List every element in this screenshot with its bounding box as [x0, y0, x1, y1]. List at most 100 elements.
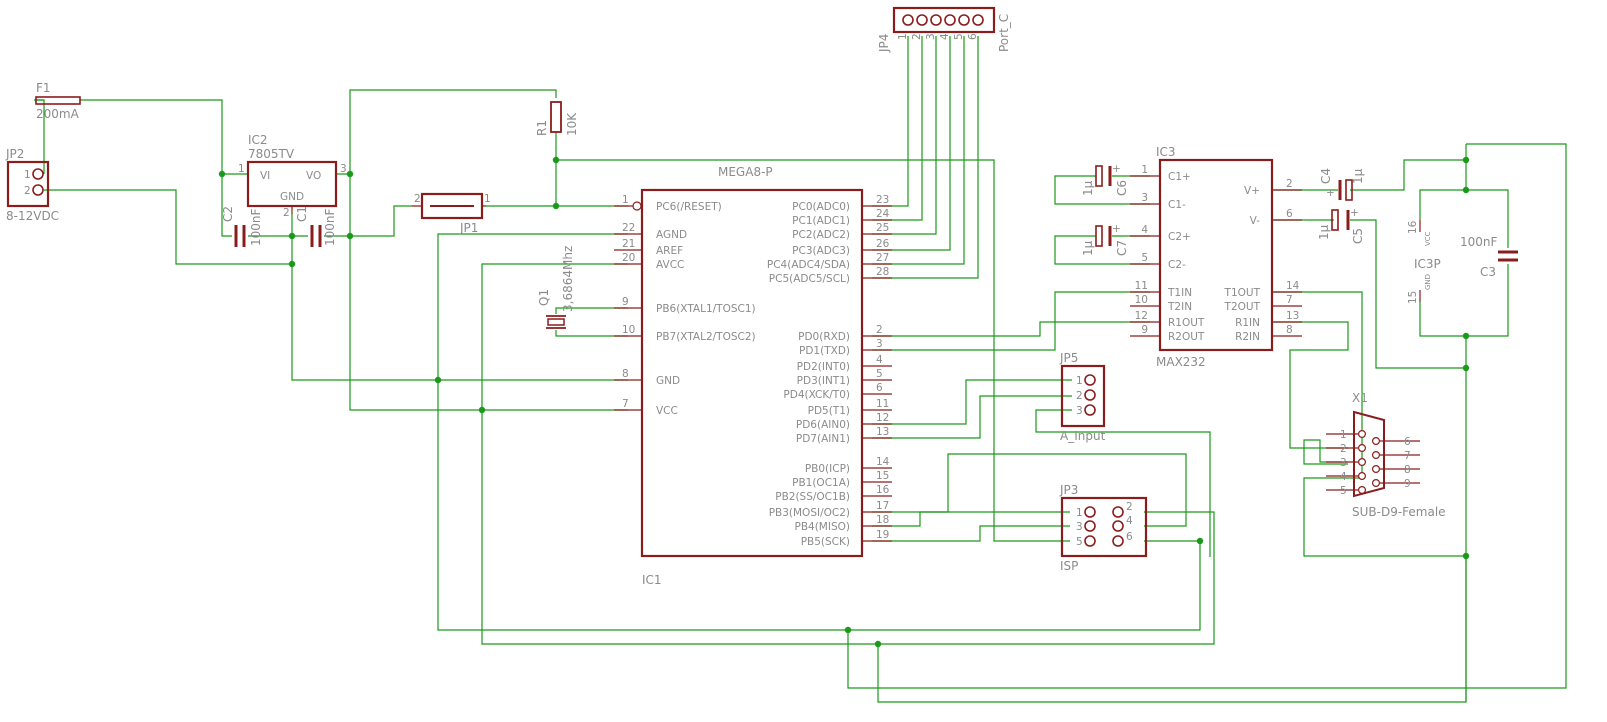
ic1-pin-name: PC3(ADC3)	[792, 245, 850, 257]
ic1-left-pins: 1PC6(/RESET)22AGND21AREF20AVCC9PB6(XTAL1…	[614, 194, 756, 417]
x1-pin: 7	[1371, 450, 1420, 462]
ic3-pin-name: T2OUT	[1224, 301, 1261, 313]
ic3-pin-number: 7	[1286, 294, 1293, 306]
ic3p-pin-16: 16	[1407, 220, 1419, 234]
x1-pin-number: 9	[1404, 478, 1411, 490]
ic1-pin-name: PD2(INT0)	[797, 361, 850, 373]
q1-value: 3,6864Mhz	[561, 246, 575, 312]
c4-ref: C4	[1319, 168, 1333, 184]
x1-pin: 4	[1326, 471, 1366, 483]
resistor-r1: R1 10K	[535, 101, 579, 136]
jp5-pin-3: 3	[1076, 405, 1083, 417]
jp1-pin-2: 2	[414, 193, 421, 205]
capacitor-c7: + 1µ C7	[1081, 223, 1129, 256]
ic1-pin-number: 7	[622, 398, 629, 410]
ic3-pin-name: T2IN	[1167, 301, 1192, 313]
jp5-pin-1: 1	[1076, 375, 1083, 387]
ic3-pin-name: V+	[1244, 185, 1260, 197]
x1-pin-number: 5	[1340, 485, 1347, 497]
x1-pin-number: 6	[1404, 436, 1411, 448]
capacitor-c1: C1 100nF	[295, 206, 337, 247]
ic3-pin-name: C2-	[1168, 259, 1186, 271]
ic1-right-pins: 23PC0(ADC0)24PC1(ADC1)25PC2(ADC2)26PC3(A…	[767, 194, 892, 548]
jp3-pin-2: 2	[1126, 501, 1133, 513]
jumper-jp1: 2 1 JP1	[412, 192, 491, 235]
ic1-pin-number: 24	[876, 208, 890, 220]
crystal-q1: Q1 3,6864Mhz	[537, 246, 575, 329]
capacitor-c3: 100nF C3	[1460, 235, 1518, 279]
ic3-pin-name: R2OUT	[1168, 331, 1205, 343]
jp4-pin-1: 1	[897, 33, 909, 40]
ic1-pin-number: 16	[876, 484, 890, 496]
ic1-pin-name: PB0(ICP)	[805, 463, 850, 475]
ic1-pin-name: PC2(ADC2)	[792, 229, 850, 241]
ic1-pin-number: 26	[876, 238, 890, 250]
ic3-pin-number: 2	[1286, 178, 1293, 190]
ic2-pin-3: 3	[340, 163, 347, 175]
ic1-pin-name: PD0(RXD)	[798, 331, 850, 343]
ic3-pin-number: 6	[1286, 208, 1293, 220]
ic1-pin-name: PB6(XTAL1/TOSC1)	[656, 303, 756, 315]
ic1-pin-number: 4	[876, 354, 883, 366]
x1-pin: 1	[1326, 429, 1366, 441]
ic3-pin-name: C2+	[1168, 231, 1191, 243]
ic3-pin-name: R1OUT	[1168, 317, 1205, 329]
x1-ref: X1	[1352, 391, 1368, 405]
ic1-value: MEGA8-P	[718, 165, 773, 179]
jp3-pin-6: 6	[1126, 531, 1133, 543]
ic1-pin-number: 23	[876, 194, 889, 206]
ic1-pin-number: 18	[876, 514, 889, 526]
ic1-ref: IC1	[642, 573, 662, 587]
jp3-pin-3: 3	[1076, 521, 1083, 533]
svg-text:+: +	[1112, 223, 1121, 235]
ic2-pin-1: 1	[238, 163, 245, 175]
ic3-pin-number: 11	[1135, 280, 1148, 292]
ic2-pin-2: 2	[283, 207, 290, 219]
ic1-pin-name: PD4(XCK/T0)	[783, 389, 850, 401]
ic1-pin-name: PD6(AIN0)	[796, 419, 850, 431]
ic1-pin-number: 11	[876, 398, 889, 410]
ic3-pin-name: R2IN	[1235, 331, 1260, 343]
c7-value: 1µ	[1081, 240, 1095, 256]
ic3-pin-name: C1-	[1168, 199, 1186, 211]
ic1-pin-number: 27	[876, 252, 889, 264]
jp3-value: ISP	[1060, 559, 1078, 573]
ic2-vi: VI	[260, 170, 270, 182]
ic1-pin-name: PB4(MISO)	[795, 521, 851, 533]
x1-pin: 3	[1326, 457, 1366, 469]
jp2-pin-2: 2	[24, 185, 31, 197]
ic2-value: 7805TV	[248, 147, 295, 161]
ic1-pin-number: 8	[622, 368, 629, 380]
ic1-pin-name: PB7(XTAL2/TOSC2)	[656, 331, 756, 343]
ic3p-ref: IC3P	[1414, 257, 1441, 271]
ic3-pin-number: 3	[1141, 192, 1148, 204]
ic3p-gnd: GND	[1424, 274, 1432, 290]
ic3-pin-number: 10	[1135, 294, 1148, 306]
f1-value: 200mA	[36, 107, 80, 121]
ic1-pin-number: 15	[876, 470, 889, 482]
ic3p-vcc: VCC	[1424, 231, 1432, 246]
c1-value: 100nF	[323, 208, 337, 246]
c1-ref: C1	[295, 206, 309, 222]
ic1-pin-number: 20	[622, 252, 635, 264]
fuse-f1: F1 200mA	[35, 81, 81, 121]
ic1-pin-name: PD5(T1)	[808, 405, 850, 417]
capacitor-c6: + 1µ C6	[1081, 163, 1129, 196]
ic3-pin-name: C1+	[1168, 171, 1191, 183]
jp4-pin-3: 3	[925, 33, 937, 40]
connector-jp3: 1 2 3 4 5 6 JP3 ISP	[1059, 483, 1148, 573]
